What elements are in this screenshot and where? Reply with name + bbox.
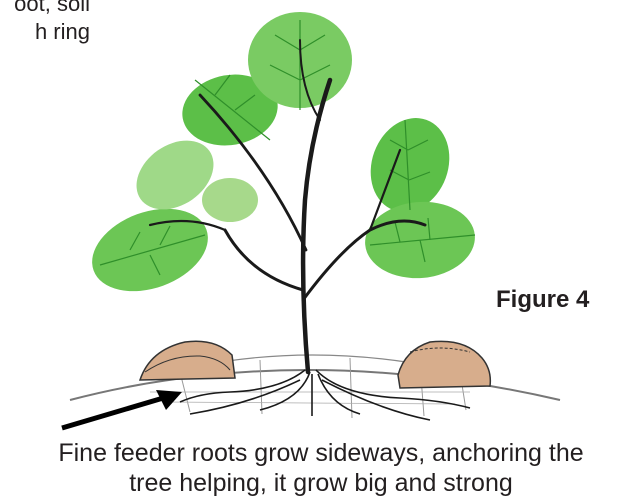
soil-mound-left bbox=[140, 341, 235, 380]
figure-label: Figure 4 bbox=[496, 286, 589, 314]
arrow-icon bbox=[62, 390, 182, 428]
soil-mound-right bbox=[398, 341, 490, 388]
caption-line-1: Fine feeder roots grow sideways, anchori… bbox=[0, 438, 642, 468]
leaves bbox=[81, 12, 478, 306]
caption-line-2: tree helping, it grow big and strong bbox=[0, 468, 642, 498]
caption: Fine feeder roots grow sideways, anchori… bbox=[0, 438, 642, 498]
